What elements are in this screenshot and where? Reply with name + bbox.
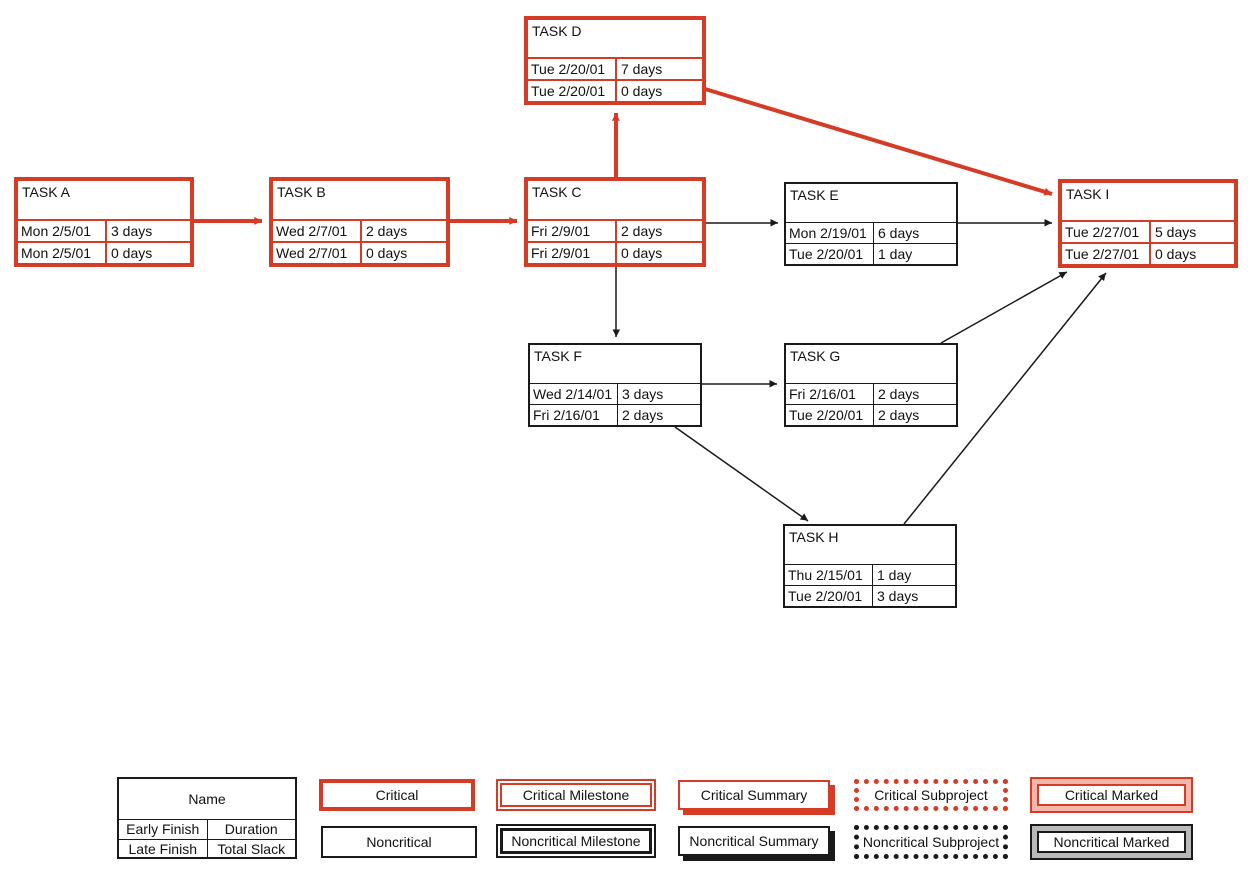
legend-noncritical-marked: Noncritical Marked [1030,824,1193,860]
duration: 5 days [1155,224,1197,240]
legend-noncritical-summary: Noncritical Summary [678,826,830,856]
task-name: TASK E [790,187,839,203]
total-slack: 2 days [878,407,920,423]
late-finish: Tue 2/20/01 [528,81,617,101]
late-finish: Wed 2/7/01 [273,243,362,263]
early-finish: Wed 2/7/01 [273,221,362,241]
duration: 7 days [621,61,663,77]
early-finish: Tue 2/27/01 [1062,222,1151,242]
legend-critical-marked: Critical Marked [1030,777,1193,813]
task-name: TASK A [22,184,70,200]
task-name: TASK C [532,184,582,200]
late-finish: Tue 2/20/01 [786,244,874,264]
legend-noncritical-milestone: Noncritical Milestone [496,824,656,858]
legend-critical-milestone: Critical Milestone [496,779,656,811]
task-name: TASK H [789,529,839,545]
total-slack: 0 days [621,245,663,261]
arrow-f-h [674,426,809,522]
early-finish: Fri 2/16/01 [786,384,874,404]
late-finish: Mon 2/5/01 [18,243,107,263]
task-name: TASK F [534,348,582,364]
duration: 2 days [878,386,920,402]
total-slack: 0 days [366,245,408,261]
legend-key-duration: Duration [224,821,278,837]
legend-critical-summary: Critical Summary [678,780,830,810]
early-finish: Tue 2/20/01 [528,59,617,79]
task-name: TASK B [277,184,326,200]
legend-noncritical-subproject: Noncritical Subproject [854,825,1008,859]
legend-critical-subproject: Critical Subproject [854,779,1008,811]
duration: 1 day [877,567,912,583]
early-finish: Wed 2/14/01 [530,384,618,404]
legend-key-name: Name [119,779,295,820]
late-finish: Fri 2/16/01 [530,405,618,425]
arrow-h-i [903,272,1107,525]
legend-critical: Critical [319,779,475,811]
total-slack: 1 day [878,246,913,262]
total-slack: 3 days [877,588,919,604]
duration: 2 days [366,223,408,239]
task-name: TASK D [532,23,582,39]
legend-noncritical: Noncritical [321,826,477,858]
task-name: TASK I [1066,186,1110,202]
arrow-g-i [940,271,1068,344]
duration: 6 days [878,225,920,241]
total-slack: 0 days [1155,246,1197,262]
early-finish: Fri 2/9/01 [528,221,617,241]
task-name: TASK G [790,348,841,364]
late-finish: Tue 2/20/01 [785,586,873,606]
late-finish: Tue 2/27/01 [1062,244,1151,264]
late-finish: Tue 2/20/01 [786,405,874,425]
early-finish: Thu 2/15/01 [785,565,873,585]
late-finish: Fri 2/9/01 [528,243,617,263]
duration: 3 days [622,386,664,402]
legend-key-early-finish: Early Finish [119,820,208,839]
total-slack: 0 days [111,245,153,261]
total-slack: 0 days [621,83,663,99]
early-finish: Mon 2/19/01 [786,223,874,243]
total-slack: 2 days [622,407,664,423]
legend-key-box: Name Early Finish Duration Late Finish T… [117,777,297,859]
legend-key-late-finish: Late Finish [119,840,208,859]
duration: 3 days [111,223,153,239]
duration: 2 days [621,223,663,239]
early-finish: Mon 2/5/01 [18,221,107,241]
legend-key-total-slack: Total Slack [217,841,286,857]
arrow-d-i [704,87,1053,196]
